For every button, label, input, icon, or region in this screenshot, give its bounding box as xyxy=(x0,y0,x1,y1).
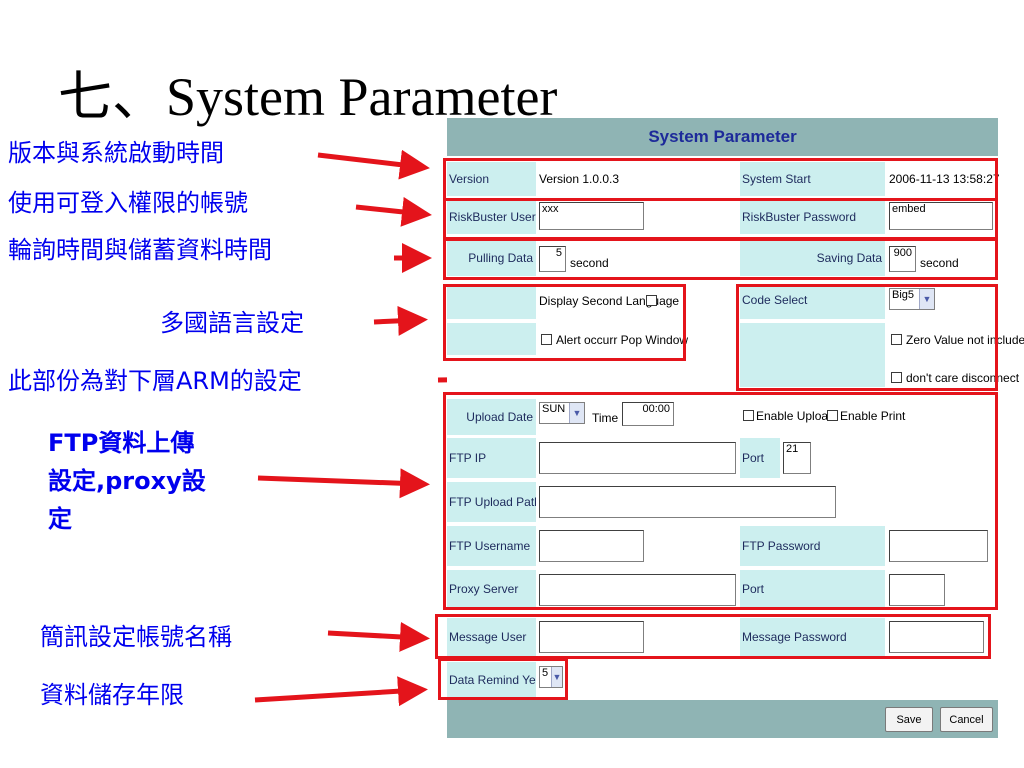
username-label: RiskBuster Username xyxy=(447,200,536,234)
annotation-ftp-line1: FTP資料上傳 xyxy=(48,429,195,457)
enable-print-checkbox[interactable] xyxy=(827,410,838,421)
password-input[interactable]: embed xyxy=(889,202,993,230)
proxy-port-input[interactable] xyxy=(889,574,945,606)
saving-unit: second xyxy=(920,256,959,270)
upload-date-label: Upload Date xyxy=(447,399,536,435)
annotation-ftp-line2: 設定,proxy設 xyxy=(48,467,206,495)
annotation-data-retention: 資料儲存年限 xyxy=(40,681,184,709)
upload-date-dropdown[interactable]: SUN ▼ xyxy=(539,402,585,424)
data-remind-year-label: Data Remind Year xyxy=(447,662,536,698)
highlight-polling xyxy=(443,238,998,280)
ftp-ip-label: FTP IP xyxy=(447,438,536,478)
annotation-language: 多國語言設定 xyxy=(160,309,304,337)
arrow-account xyxy=(355,196,432,227)
highlight-sms xyxy=(435,614,991,659)
chevron-down-icon: ▼ xyxy=(919,289,934,309)
version-value: Version 1.0.0.3 xyxy=(539,172,620,186)
alert-popup-label: Alert occurr Pop Window xyxy=(556,333,689,347)
message-user-input[interactable] xyxy=(539,621,644,653)
ftp-upload-path-input[interactable] xyxy=(539,486,836,518)
port-label: Port xyxy=(740,438,780,478)
pulling-unit: second xyxy=(570,256,609,270)
pulling-label: Pulling Data xyxy=(447,240,536,276)
dont-care-checkbox[interactable] xyxy=(891,372,902,383)
proxy-port-label: Port xyxy=(740,570,885,608)
highlight-version xyxy=(443,158,998,201)
highlight-ftp xyxy=(443,392,998,610)
arrow-sms xyxy=(327,621,430,652)
annotation-arm-settings: 此部份為對下層ARM的設定 xyxy=(8,367,302,395)
arrow-language xyxy=(373,305,428,336)
form-header: System Parameter xyxy=(447,118,998,156)
ftp-password-input[interactable] xyxy=(889,530,988,562)
zero-value-checkbox[interactable] xyxy=(891,334,902,345)
code-select-value: Big5 xyxy=(892,289,915,301)
chevron-down-icon: ▼ xyxy=(551,667,562,687)
annotation-login-account: 使用可登入權限的帳號 xyxy=(8,189,248,217)
enable-upload-label: Enable Upload xyxy=(756,409,835,423)
page-title: 七、System Parameter xyxy=(58,67,558,127)
proxy-server-input[interactable] xyxy=(539,574,736,606)
dont-care-label: don't care disconnect xyxy=(906,371,1020,385)
highlight-language xyxy=(443,284,686,361)
system-start-value: 2006-11-13 13:58:27 xyxy=(889,172,1000,186)
saving-input[interactable]: 900 xyxy=(889,246,916,272)
language-label-cell-2 xyxy=(447,323,536,355)
ftp-username-label: FTP Username xyxy=(447,526,536,566)
password-label: RiskBuster Password xyxy=(740,200,885,234)
highlight-retention xyxy=(438,658,568,700)
message-password-label: Message Password xyxy=(740,618,885,656)
cancel-button[interactable]: Cancel xyxy=(940,707,993,732)
port-input[interactable]: 21 xyxy=(783,442,811,474)
arrow-version xyxy=(317,149,430,180)
ftp-ip-input[interactable] xyxy=(539,442,736,474)
code-select-label: Code Select xyxy=(740,287,885,319)
display-second-language-checkbox[interactable] xyxy=(646,295,657,306)
time-label: Time : xyxy=(592,411,625,425)
chevron-down-icon: ▼ xyxy=(569,403,584,423)
username-input[interactable]: xxx xyxy=(539,202,644,230)
ftp-username-input[interactable] xyxy=(539,530,644,562)
pulling-input[interactable]: 5 xyxy=(539,246,566,272)
ftp-password-label: FTP Password xyxy=(740,526,885,566)
upload-date-value: SUN xyxy=(542,403,566,415)
system-start-label: System Start xyxy=(740,162,885,196)
annotation-polling-saving: 輪詢時間與儲蓄資料時間 xyxy=(8,236,272,264)
language-label-cell xyxy=(447,287,536,319)
enable-upload-checkbox[interactable] xyxy=(743,410,754,421)
data-remind-year-dropdown[interactable]: 5 ▼ xyxy=(539,666,563,688)
message-user-label: Message User xyxy=(447,618,536,656)
code-select-dropdown[interactable]: Big5 ▼ xyxy=(889,288,935,310)
data-remind-year-value: 5 xyxy=(542,667,549,679)
arrow-retention xyxy=(254,676,428,707)
arrow-ftp xyxy=(257,468,430,499)
alert-popup-checkbox[interactable] xyxy=(541,334,552,345)
time-input[interactable]: 00:00 xyxy=(622,402,674,426)
message-password-input[interactable] xyxy=(889,621,984,653)
annotation-sms-account: 簡訊設定帳號名稱 xyxy=(40,623,232,651)
save-button[interactable]: Save xyxy=(885,707,933,732)
version-label: Version xyxy=(447,162,536,196)
enable-print-label: Enable Print xyxy=(840,409,906,423)
annotation-ftp-line3: 定 xyxy=(48,505,72,533)
highlight-arm xyxy=(736,284,998,391)
code-select-label-cell-2 xyxy=(740,323,885,387)
ftp-upload-path-label: FTP Upload Path xyxy=(447,482,536,522)
zero-value-label: Zero Value not include xyxy=(906,333,1024,347)
saving-label: Saving Data xyxy=(740,240,885,276)
highlight-account xyxy=(443,198,998,240)
annotation-version-time: 版本與系統啟動時間 xyxy=(8,139,224,167)
display-second-language-label: Display Second Language xyxy=(539,294,680,308)
proxy-server-label: Proxy Server xyxy=(447,570,536,608)
